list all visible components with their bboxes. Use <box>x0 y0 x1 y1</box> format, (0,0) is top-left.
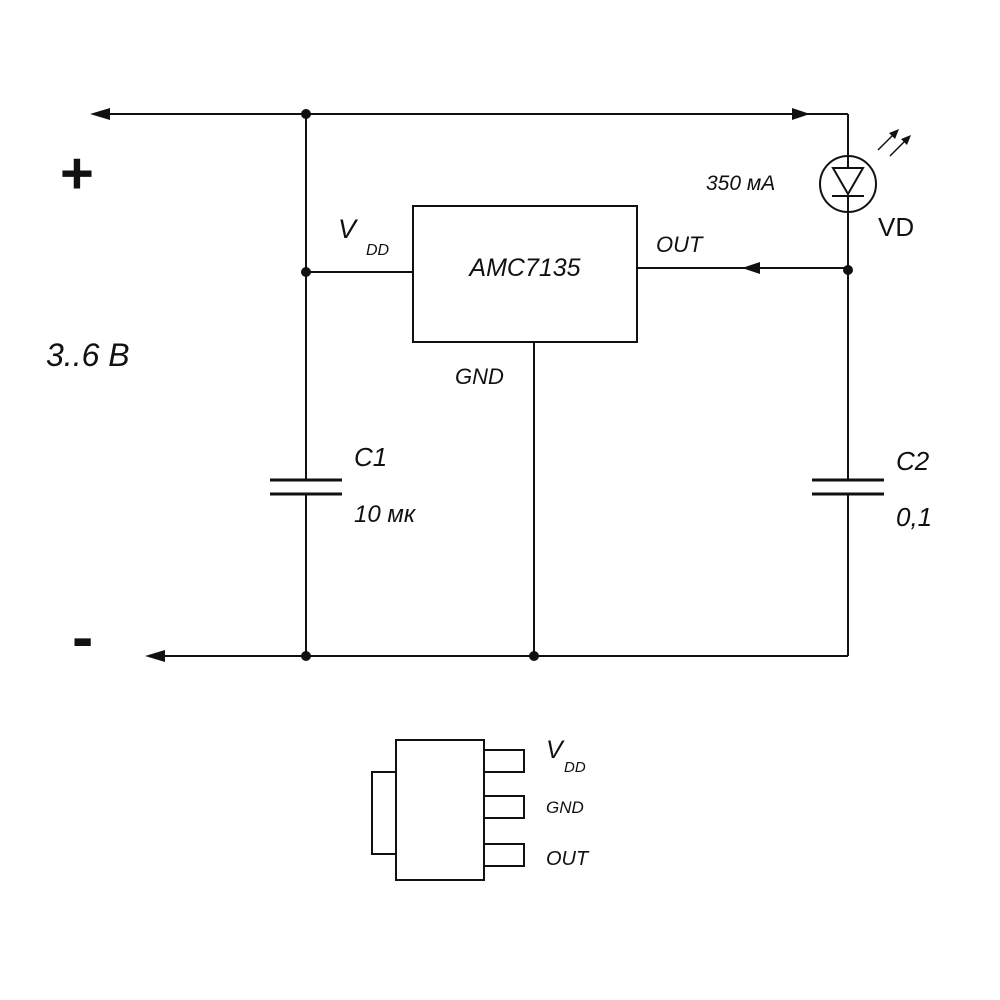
node-bottom-gnd <box>529 651 539 661</box>
package-pin-3 <box>483 843 525 867</box>
led-current-label: 350 мА <box>706 172 775 195</box>
gnd-label: GND <box>455 364 504 389</box>
package-vdd-label-sub: DD <box>564 759 586 776</box>
positive-terminal-arrow <box>90 108 110 120</box>
node-bottom-left <box>301 651 311 661</box>
package-outline <box>371 739 525 881</box>
ic-body <box>412 205 638 343</box>
voltage-label: 3..6 В <box>46 337 130 373</box>
led-triangle <box>831 167 865 197</box>
led-ref-label: VD <box>878 212 914 242</box>
plus-sign: + <box>60 141 94 206</box>
junctions <box>301 109 853 661</box>
package-gnd-label: GND <box>546 798 584 817</box>
arrows <box>90 108 810 662</box>
package-pin-1 <box>483 749 525 773</box>
out-label: OUT <box>656 232 704 257</box>
led-diode <box>819 129 911 213</box>
package-out-label: OUT <box>546 848 590 870</box>
out-current-arrow <box>742 262 760 274</box>
negative-terminal-arrow <box>145 650 165 662</box>
node-out <box>843 265 853 275</box>
ic-name: AMC7135 <box>467 254 580 282</box>
c1-value-label: 10 мк <box>354 501 417 528</box>
capacitor-c1 <box>270 478 342 496</box>
package-tab <box>371 771 397 855</box>
package-vdd-label-main: V <box>546 736 565 764</box>
package-body <box>395 739 485 881</box>
led-emission-head-1 <box>889 129 899 139</box>
node-vdd <box>301 267 311 277</box>
c1-ref-label: C1 <box>354 442 387 472</box>
vdd-label-sub: DD <box>366 242 390 259</box>
minus-sign: - <box>72 601 93 673</box>
package-pin-2 <box>483 795 525 819</box>
vdd-label-main: V <box>338 214 359 244</box>
led-emission-head-2 <box>901 135 911 145</box>
c2-value-label: 0,1 <box>896 502 932 532</box>
capacitor-c2 <box>812 478 884 496</box>
led-feed-arrow <box>792 108 810 120</box>
c2-ref-label: C2 <box>896 446 930 476</box>
node-top-left <box>301 109 311 119</box>
